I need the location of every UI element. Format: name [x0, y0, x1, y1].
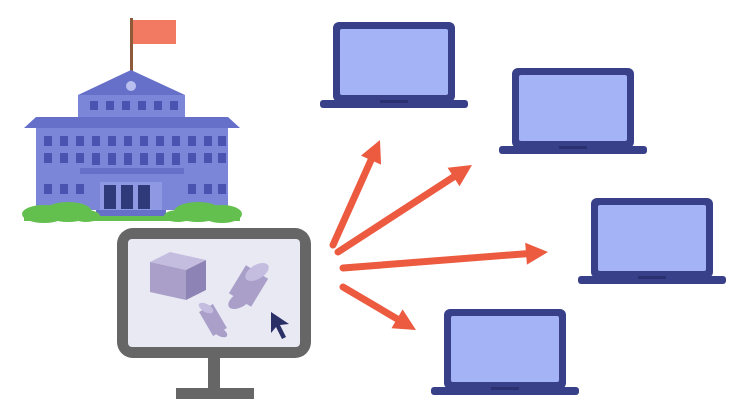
- top-floor-windows: [90, 101, 178, 110]
- laptop-icon: [578, 198, 726, 284]
- laptop-icon: [499, 68, 647, 154]
- flag: [133, 20, 176, 44]
- building-main-roof: [24, 117, 240, 128]
- building-top-floor: [78, 95, 185, 117]
- cylinder-large-shape: [228, 263, 269, 309]
- arrows: [329, 140, 548, 330]
- arrow-icon: [339, 242, 548, 272]
- building-balcony: [80, 168, 184, 174]
- mouse-cursor-icon: [271, 312, 289, 339]
- laptop-icon: [320, 22, 468, 108]
- desktop-monitor-icon: [117, 228, 311, 399]
- building-steps: [96, 210, 166, 220]
- main-body-windows: [44, 136, 226, 194]
- building-door: [100, 182, 162, 212]
- flagpole: [130, 18, 133, 74]
- laptop-icon: [431, 309, 579, 395]
- ground-strip: [24, 216, 240, 221]
- arrow-icon: [339, 283, 416, 330]
- monitor-stand-base: [176, 388, 254, 399]
- arrow-icon: [334, 165, 472, 256]
- building-emblem: [126, 81, 136, 91]
- school-building-icon: [22, 18, 242, 223]
- cube-shape: [150, 252, 206, 300]
- laptops: [320, 22, 726, 395]
- monitor-stand-neck: [208, 356, 220, 390]
- arrow-icon: [329, 140, 382, 249]
- cylinder-small-shape: [198, 302, 228, 338]
